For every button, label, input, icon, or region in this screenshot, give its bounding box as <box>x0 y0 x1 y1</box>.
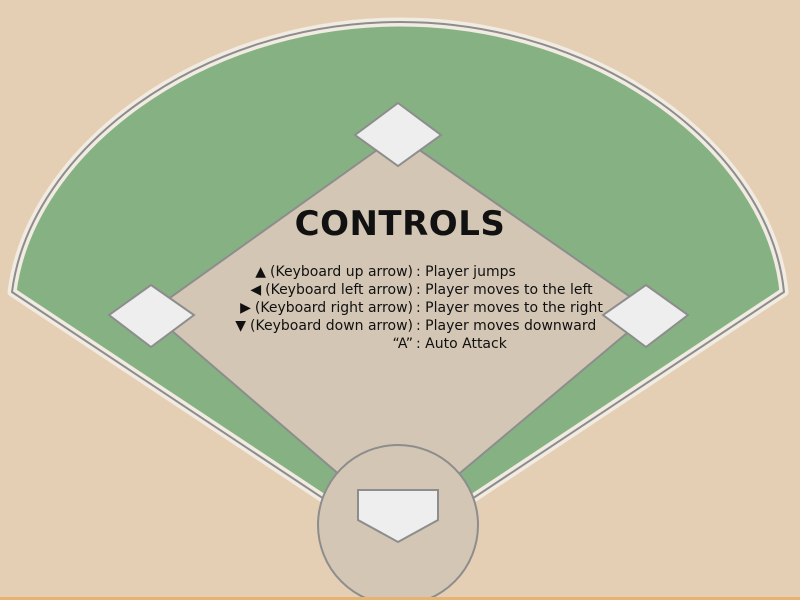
control-description: : Player moves to the left <box>416 282 593 298</box>
controls-title: CONTROLS <box>294 204 506 244</box>
control-key-label: “A” <box>392 336 413 352</box>
control-description: : Player moves downward <box>416 318 597 334</box>
control-row-attack: “A” : Auto Attack <box>0 335 800 353</box>
control-row-left: ◀(Keyboard left arrow) : Player moves to… <box>0 281 800 299</box>
control-key-label: (Keyboard left arrow) <box>265 282 413 298</box>
up-arrow-icon: ▲ <box>255 264 267 280</box>
down-arrow-icon: ▼ <box>235 318 247 334</box>
control-description: : Player moves to the right <box>416 300 603 316</box>
home-plate <box>357 489 439 544</box>
controls-list: ▲(Keyboard up arrow) : Player jumps ◀(Ke… <box>0 263 800 353</box>
left-arrow-icon: ◀ <box>250 282 262 298</box>
control-key-label: (Keyboard down arrow) <box>250 318 413 334</box>
control-row-down: ▼(Keyboard down arrow) : Player moves do… <box>0 317 800 335</box>
second-base <box>353 101 443 168</box>
control-key: ▲(Keyboard up arrow) <box>255 263 413 281</box>
right-arrow-icon: ▶ <box>240 300 251 316</box>
control-key: ▶(Keyboard right arrow) <box>240 299 413 317</box>
control-key: ▼(Keyboard down arrow) <box>235 317 413 335</box>
first-base <box>601 283 690 349</box>
control-description: : Player jumps <box>416 264 516 280</box>
control-key-label: (Keyboard up arrow) <box>270 264 413 280</box>
control-key-label: (Keyboard right arrow) <box>254 300 413 316</box>
control-key: ◀(Keyboard left arrow) <box>250 281 413 299</box>
control-description: : Auto Attack <box>416 336 507 352</box>
control-row-right: ▶(Keyboard right arrow) : Player moves t… <box>0 299 800 317</box>
third-base <box>107 283 196 349</box>
control-key: “A” <box>392 335 413 353</box>
bottom-divider <box>0 597 800 600</box>
control-row-up: ▲(Keyboard up arrow) : Player jumps <box>0 263 800 281</box>
